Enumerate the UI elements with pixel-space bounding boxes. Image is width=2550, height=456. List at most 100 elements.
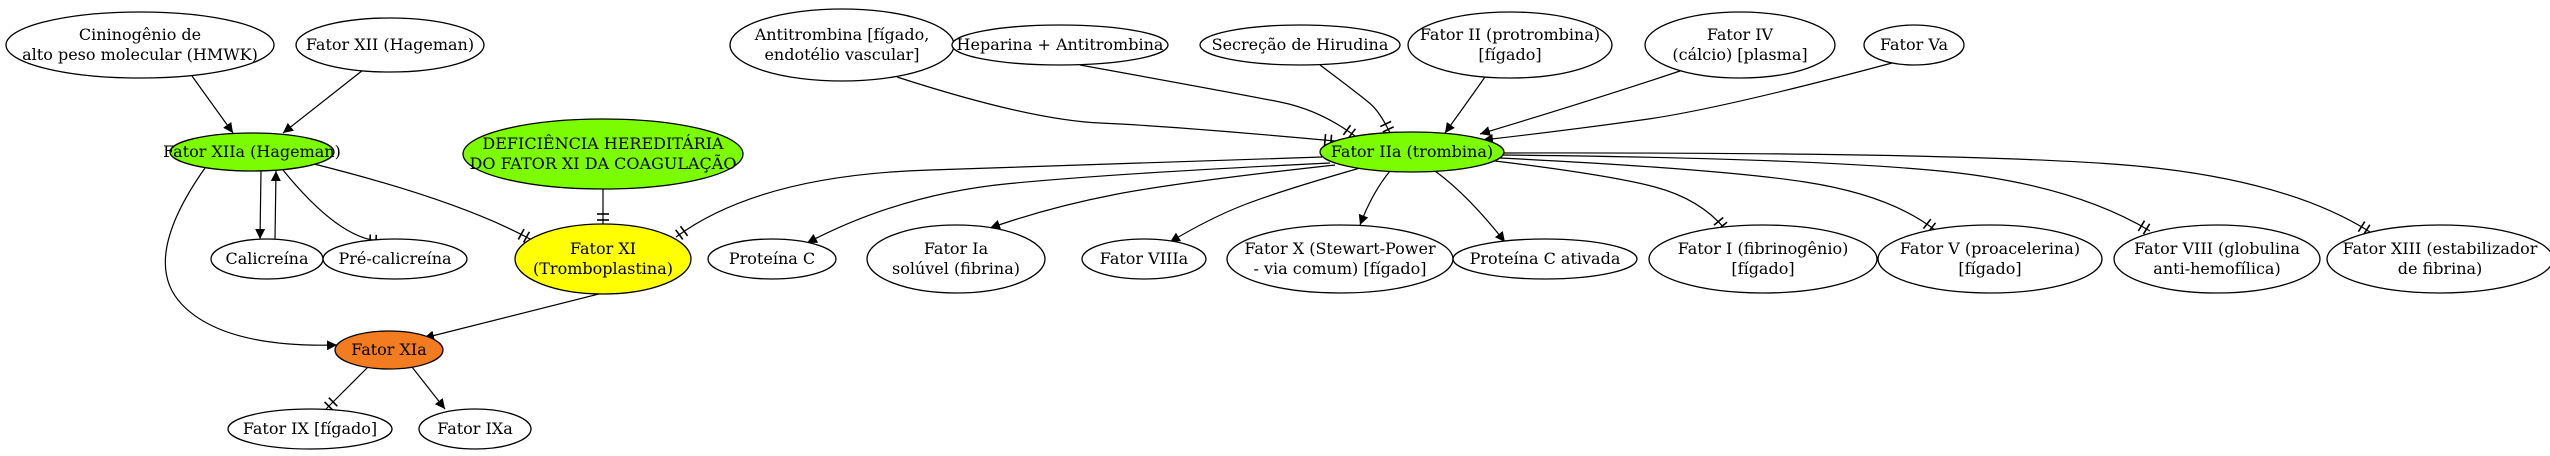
inhibition-tick xyxy=(517,228,525,240)
inhibition-tick xyxy=(1342,124,1352,136)
edge-line xyxy=(411,366,446,410)
node-label: [fígado] xyxy=(1958,259,2021,278)
edge-line xyxy=(164,167,338,351)
edge-line xyxy=(313,163,531,240)
edge-line xyxy=(1482,62,1893,144)
node-shape xyxy=(1648,224,1878,294)
node-fxi: Fator XI(Tromboplastina) xyxy=(514,223,692,295)
inhibition-tick xyxy=(1323,134,1327,147)
edge-line xyxy=(1501,154,2151,232)
node-label: Fator IX [fígado] xyxy=(243,419,377,438)
node-label: Fator VIII (globulina xyxy=(2134,239,2300,258)
node-label: Fator IIa (trombina) xyxy=(1331,142,1493,161)
node-label: Calicreína xyxy=(225,249,309,268)
edge-fiia-to-proteinacativada xyxy=(1434,170,1506,243)
node-fiia: Fator IIa (trombina) xyxy=(1319,131,1505,173)
node-label: Fator VIIIa xyxy=(1100,249,1189,268)
inhibition-tick xyxy=(324,401,334,411)
edge-fiia-to-fia xyxy=(989,164,1336,230)
node-fxia: Fator XIa xyxy=(334,330,444,370)
node-label: Pré-calicreína xyxy=(338,249,452,268)
edge-deficiencia-to-fxi xyxy=(597,189,609,224)
edge-antitrombina-to-fiia xyxy=(896,76,1336,147)
edge-fxiia-to-precalicreina xyxy=(282,169,381,247)
edge-hirudina-to-fiia xyxy=(1319,64,1395,134)
edges-layer xyxy=(164,62,2371,411)
node-shape xyxy=(2326,224,2550,294)
edge-fii-to-fiia xyxy=(1444,76,1486,134)
node-shape xyxy=(866,224,1046,294)
node-shape xyxy=(707,238,837,280)
node-label: Heparina + Antitrombina xyxy=(957,35,1164,54)
inhibition-tick xyxy=(1713,216,1724,226)
node-antitrombina: Antitrombina [fígado,endotélio vascular] xyxy=(729,8,955,82)
edge-line xyxy=(896,76,1336,142)
edge-line xyxy=(191,75,234,134)
inhibition-tick xyxy=(2357,221,2366,233)
inhibition-tick xyxy=(675,229,684,240)
node-label: Fator XIII (estabilizador xyxy=(2343,239,2538,258)
node-shape xyxy=(1319,131,1505,173)
edge-line xyxy=(989,164,1336,230)
inhibition-tick xyxy=(679,225,689,237)
edge-line xyxy=(1358,170,1391,226)
node-label: Fator IXa xyxy=(437,419,513,438)
edge-fiia-to-fi xyxy=(1494,160,1728,231)
node-hirudina: Secreção de Hirudina xyxy=(1199,24,1401,66)
edge-fxii-to-fxiia xyxy=(282,69,364,134)
node-label: Fator XI xyxy=(570,239,636,258)
edge-fxiia-to-fxi xyxy=(313,163,531,243)
edge-fxiia-to-fxia xyxy=(164,167,338,351)
node-fii: Fator II (protrombina)[fígado] xyxy=(1407,11,1613,79)
node-shape xyxy=(322,238,468,280)
node-shape xyxy=(1452,238,1638,280)
edge-line xyxy=(282,169,381,242)
edge-calicreina-to-fxiia xyxy=(270,170,281,240)
inhibition-tick xyxy=(1382,126,1395,133)
edge-line xyxy=(806,162,1331,244)
inhibition-tick xyxy=(1379,120,1392,128)
node-fiv: Fator IV(cálcio) [plasma] xyxy=(1644,11,1836,79)
node-fv: Fator V (proacelerina)[fígado] xyxy=(1877,224,2103,294)
edge-fiia-to-fxi xyxy=(675,156,1323,240)
node-label: Secreção de Hirudina xyxy=(1212,35,1389,54)
node-calicreina: Calicreína xyxy=(210,238,324,280)
inhibition-tick xyxy=(2137,220,2146,232)
node-shape xyxy=(1877,224,2103,294)
node-shape xyxy=(951,24,1169,66)
node-shape xyxy=(462,118,744,190)
inhibition-tick xyxy=(1922,218,1932,230)
edge-line xyxy=(325,366,369,410)
node-label: Cininogênio de xyxy=(79,25,201,44)
edge-fiia-to-fviiia xyxy=(1169,167,1361,243)
edge-fva-to-fiia xyxy=(1482,62,1893,144)
edge-line xyxy=(1169,167,1361,243)
node-label: [fígado] xyxy=(1478,45,1541,64)
inhibition-tick xyxy=(522,231,531,243)
node-fi: Fator I (fibrinogênio)[fígado] xyxy=(1648,224,1878,294)
node-label: (cálcio) [plasma] xyxy=(1672,45,1807,64)
edge-line xyxy=(1434,170,1506,243)
node-shape xyxy=(1199,24,1401,66)
node-label: Proteína C ativada xyxy=(1470,249,1621,268)
edge-line xyxy=(1499,157,1936,231)
node-shape xyxy=(1081,238,1207,280)
node-label: Antitrombina [fígado, xyxy=(754,25,930,44)
node-label: Fator Va xyxy=(1880,35,1948,54)
edge-fiv-to-fiia xyxy=(1479,70,1681,136)
node-fxiia: Fator XIIa (Hageman) xyxy=(163,132,341,172)
node-label: Fator IV xyxy=(1707,25,1774,44)
node-label: Proteína C xyxy=(729,249,815,268)
node-fixa: Fator IXa xyxy=(418,408,532,450)
edge-fiia-to-fx xyxy=(1358,170,1391,226)
edge-line xyxy=(1079,64,1356,137)
node-shape xyxy=(1407,11,1613,79)
node-label: alto peso molecular (HMWK) xyxy=(22,45,258,64)
node-shape xyxy=(227,408,393,450)
node-label: endotélio vascular] xyxy=(764,45,919,64)
node-shape xyxy=(418,408,532,450)
node-label: (Tromboplastina) xyxy=(533,259,673,278)
